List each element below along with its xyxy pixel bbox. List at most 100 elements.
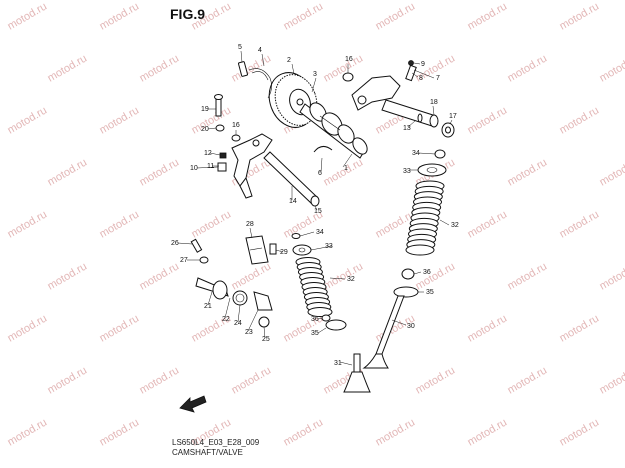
callout-16b: 16	[232, 122, 240, 129]
watermark-text: motod.ru	[506, 260, 550, 292]
callout-32b: 32	[347, 276, 355, 283]
callout-34a: 34	[412, 150, 420, 157]
callout-8: 8	[419, 75, 423, 82]
washer-16	[342, 72, 354, 82]
watermark-text: motod.ru	[46, 52, 90, 84]
callout-15: 15	[314, 208, 322, 215]
watermark-text: motod.ru	[466, 0, 510, 32]
callout-10: 10	[190, 165, 198, 172]
watermark-text: motod.ru	[558, 0, 602, 32]
callout-35a: 35	[426, 289, 434, 296]
callout-28: 28	[246, 221, 254, 228]
callout-20: 20	[201, 126, 209, 133]
watermark-text: motod.ru	[374, 0, 418, 32]
figure-subtitle: CAMSHAFT/VALVE	[172, 448, 243, 457]
callout-14: 14	[289, 198, 297, 205]
watermark-text: motod.ru	[138, 260, 182, 292]
callout-32a: 32	[451, 222, 459, 229]
watermark-text: motod.ru	[374, 416, 418, 448]
callout-33a: 33	[403, 168, 411, 175]
figure-caption: LS650L4_E03_E28_009 CAMSHAFT/VALVE	[172, 438, 259, 458]
callout-7: 7	[436, 75, 440, 82]
cam-chain-tensioner-pin	[238, 61, 272, 99]
callout-17: 17	[449, 113, 457, 120]
watermark-text: motod.ru	[558, 208, 602, 240]
callout-19: 19	[201, 106, 209, 113]
watermark-text: motod.ru	[46, 260, 90, 292]
watermark-text: motod.ru	[138, 156, 182, 188]
watermark-text: motod.ru	[6, 312, 50, 344]
callout-6: 6	[318, 170, 322, 177]
model-code: LS650L4_E03_E28_009	[172, 438, 260, 447]
watermark-text: motod.ru	[322, 52, 366, 84]
watermark-text: motod.ru	[6, 416, 50, 448]
watermark-text: motod.ru	[282, 0, 326, 32]
watermark-text: motod.ru	[190, 104, 234, 136]
callout-1: 1	[344, 165, 348, 172]
watermark-text: motod.ru	[230, 52, 274, 84]
callout-26: 26	[171, 240, 179, 247]
watermark-text: motod.ru	[558, 416, 602, 448]
camshaft	[299, 102, 368, 159]
watermark-text: motod.ru	[466, 104, 510, 136]
watermark-text: motod.ru	[98, 104, 142, 136]
valve-spring-coil	[307, 307, 333, 317]
watermark-text: motod.ru	[98, 0, 142, 32]
watermark-text: motod.ru	[230, 260, 274, 292]
watermark-text: motod.ru	[6, 0, 50, 32]
watermark-text: motod.ru	[282, 416, 326, 448]
watermark-text: motod.ru	[598, 364, 625, 396]
watermark-text: motod.ru	[466, 416, 510, 448]
callout-18: 18	[430, 99, 438, 106]
watermark-text: motod.ru	[138, 364, 182, 396]
watermark-text: motod.ru	[6, 104, 50, 136]
watermark-text: motod.ru	[230, 364, 274, 396]
watermark-text: motod.ru	[322, 260, 366, 292]
callout-2: 2	[287, 57, 291, 64]
callout-21: 21	[204, 303, 212, 310]
watermark-text: motod.ru	[506, 52, 550, 84]
watermark-text: motod.ru	[598, 260, 625, 292]
watermark-text: motod.ru	[466, 312, 510, 344]
intake-valve-assembly	[291, 233, 371, 393]
callout-34b: 34	[316, 229, 324, 236]
callout-12: 12	[204, 150, 212, 157]
watermark-text: motod.ru	[506, 156, 550, 188]
decompression-mechanism	[190, 235, 277, 328]
callout-36b: 36	[311, 316, 319, 323]
callout-4: 4	[258, 47, 262, 54]
callout-9: 9	[421, 61, 425, 68]
watermark-text: motod.ru	[414, 260, 458, 292]
callout-labels: 1 2 3 4 5 6 7 8 9 10 11 12 13 14 15 16 1…	[171, 44, 459, 367]
callout-24: 24	[234, 320, 242, 327]
callout-23: 23	[245, 329, 253, 336]
watermark-text: motod.ru	[6, 208, 50, 240]
callout-35b: 35	[311, 330, 319, 337]
watermark-text: motod.ru	[598, 156, 625, 188]
watermark-text: motod.ru	[466, 208, 510, 240]
watermark-text: motod.ru	[138, 52, 182, 84]
callout-16a: 16	[345, 56, 353, 63]
callout-29: 29	[280, 249, 288, 256]
watermark-text: motod.ru	[558, 104, 602, 136]
cam-clip	[313, 146, 333, 153]
valve-spring-coil	[405, 244, 435, 256]
watermark-text: motod.ru	[98, 312, 142, 344]
watermark-text: motod.ru	[414, 364, 458, 396]
watermark-text: motod.ru	[46, 364, 90, 396]
watermark-text: motod.ru	[190, 208, 234, 240]
callout-3: 3	[313, 71, 317, 78]
callout-30: 30	[407, 323, 415, 330]
callout-25: 25	[262, 336, 270, 343]
callout-11: 11	[207, 163, 214, 170]
figure-title: FIG.9	[170, 6, 206, 22]
callout-5: 5	[238, 44, 242, 51]
watermark-text: motod.ru	[46, 156, 90, 188]
callout-27: 27	[180, 257, 188, 264]
exhaust-valve-assembly	[362, 149, 447, 369]
rocker-arm-exhaust	[351, 60, 455, 138]
watermark-text: motod.ru	[98, 416, 142, 448]
